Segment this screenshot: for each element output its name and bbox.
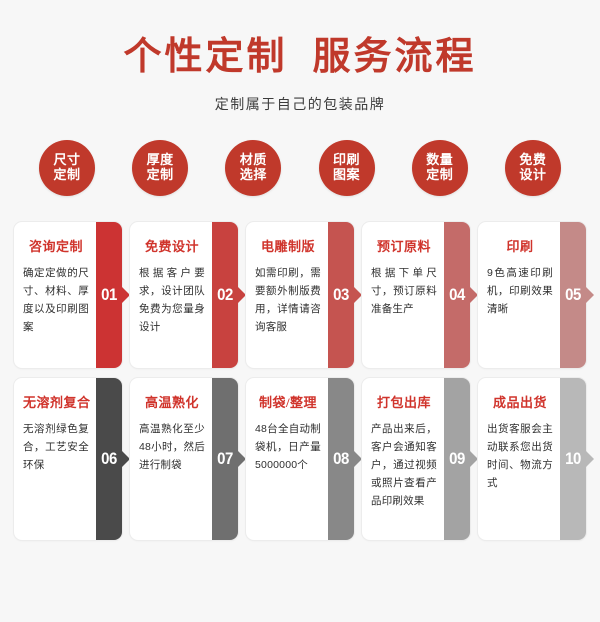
card-body: 咨询定制 确定定做的尺寸、材料、厚度以及印刷图案 — [14, 222, 96, 368]
badge-print-pattern[interactable]: 印刷 图案 — [318, 139, 375, 196]
step-number: 02 — [217, 284, 233, 304]
badge-free-design[interactable]: 免费 设计 — [504, 139, 561, 196]
card-body: 打包出库 产品出来后，客户会通知客户，通过视频或照片查看产品印刷效果 — [362, 378, 444, 540]
step-number: 09 — [449, 448, 465, 468]
step-number-tab: 06 — [96, 377, 122, 540]
step-description: 如需印刷，需要额外制版费用，详情请咨询客服 — [255, 266, 321, 333]
step-number: 07 — [217, 448, 233, 468]
process-step-card[interactable]: 预订原料 根据下单尺寸，预订原料准备生产 04 — [362, 221, 470, 368]
badge-line-1: 印刷 — [333, 152, 361, 168]
step-title: 高温熟化 — [144, 394, 199, 410]
step-title: 打包出库 — [376, 394, 431, 410]
step-number: 06 — [101, 448, 117, 468]
badge-material-select[interactable]: 材质 选择 — [225, 139, 282, 196]
process-step-card[interactable]: 制袋/整理 48台全自动制袋机，日产量5000000个 08 — [246, 377, 354, 540]
card-body: 成品出货 出货客服会主动联系您出货时间、物流方式 — [478, 378, 560, 540]
step-number-tab: 02 — [212, 221, 238, 368]
process-row-1: 咨询定制 确定定做的尺寸、材料、厚度以及印刷图案 01 免费设计 根据客户要求，… — [14, 221, 586, 368]
step-title: 无溶剂复合 — [23, 394, 91, 410]
step-description: 无溶剂绿色复合，工艺安全环保 — [23, 422, 89, 471]
step-number: 10 — [565, 448, 581, 468]
badge-line-2: 定制 — [426, 166, 454, 182]
step-description: 48台全自动制袋机，日产量5000000个 — [255, 422, 321, 471]
badge-line-1: 尺寸 — [53, 152, 81, 168]
badge-line-2: 设计 — [519, 166, 547, 182]
step-number-tab: 08 — [328, 377, 354, 540]
step-title: 免费设计 — [144, 238, 199, 254]
step-number-tab: 09 — [444, 377, 470, 540]
card-body: 印刷 9色高速印刷机，印刷效果清晰 — [478, 222, 560, 368]
step-description: 高温熟化至少48小时，然后进行制袋 — [139, 422, 205, 471]
step-title: 成品出货 — [492, 394, 547, 410]
step-description: 确定定做的尺寸、材料、厚度以及印刷图案 — [23, 266, 89, 333]
card-body: 无溶剂复合 无溶剂绿色复合，工艺安全环保 — [14, 378, 96, 540]
step-number-tab: 03 — [328, 221, 354, 368]
badge-line-2: 定制 — [53, 166, 81, 182]
step-number-tab: 04 — [444, 221, 470, 368]
process-step-card[interactable]: 免费设计 根据客户要求，设计团队免费为您量身设计 02 — [130, 221, 238, 368]
step-title: 电雕制版 — [260, 238, 315, 254]
step-description: 根据客户要求，设计团队免费为您量身设计 — [139, 266, 205, 333]
step-number: 01 — [101, 284, 117, 304]
customization-badge-row: 尺寸 定制 厚度 定制 材质 选择 印刷 图案 数量 定制 免费 设计 — [39, 139, 561, 196]
process-step-card[interactable]: 打包出库 产品出来后，客户会通知客户，通过视频或照片查看产品印刷效果 09 — [362, 377, 470, 540]
step-description: 根据下单尺寸，预订原料准备生产 — [371, 266, 437, 315]
badge-line-2: 定制 — [146, 166, 174, 182]
badge-line-2: 选择 — [239, 166, 267, 182]
badge-line-1: 厚度 — [146, 152, 174, 168]
step-description: 9色高速印刷机，印刷效果清晰 — [487, 266, 553, 315]
badge-line-1: 数量 — [426, 152, 454, 168]
step-title: 印刷 — [506, 238, 534, 254]
card-body: 高温熟化 高温熟化至少48小时，然后进行制袋 — [130, 378, 212, 540]
step-number-tab: 07 — [212, 377, 238, 540]
process-step-card[interactable]: 咨询定制 确定定做的尺寸、材料、厚度以及印刷图案 01 — [14, 221, 122, 368]
card-body: 电雕制版 如需印刷，需要额外制版费用，详情请咨询客服 — [246, 222, 328, 368]
step-description: 产品出来后，客户会通知客户，通过视频或照片查看产品印刷效果 — [371, 422, 437, 507]
step-title: 制袋/整理 — [258, 394, 318, 410]
process-step-card[interactable]: 无溶剂复合 无溶剂绿色复合，工艺安全环保 06 — [14, 377, 122, 540]
step-title: 预订原料 — [376, 238, 431, 254]
badge-thickness-custom[interactable]: 厚度 定制 — [132, 139, 189, 196]
process-step-card[interactable]: 高温熟化 高温熟化至少48小时，然后进行制袋 07 — [130, 377, 238, 540]
badge-quantity-custom[interactable]: 数量 定制 — [411, 139, 468, 196]
card-body: 制袋/整理 48台全自动制袋机，日产量5000000个 — [246, 378, 328, 540]
badge-line-2: 图案 — [333, 166, 361, 182]
step-number: 05 — [565, 284, 581, 304]
page-title: 个性定制 服务流程 — [123, 36, 477, 78]
step-number-tab: 05 — [560, 221, 586, 368]
step-title: 咨询定制 — [28, 238, 83, 254]
process-step-card[interactable]: 成品出货 出货客服会主动联系您出货时间、物流方式 10 — [478, 377, 586, 540]
step-number: 03 — [333, 284, 349, 304]
step-number: 04 — [449, 284, 465, 304]
step-number-tab: 10 — [560, 377, 586, 540]
step-number: 08 — [333, 448, 349, 468]
step-number-tab: 01 — [96, 221, 122, 368]
card-body: 预订原料 根据下单尺寸，预订原料准备生产 — [362, 222, 444, 368]
badge-size-custom[interactable]: 尺寸 定制 — [39, 139, 95, 196]
page-subtitle: 定制属于自己的包装品牌 — [214, 95, 386, 112]
process-steps: 咨询定制 确定定做的尺寸、材料、厚度以及印刷图案 01 免费设计 根据客户要求，… — [0, 221, 600, 540]
card-body: 免费设计 根据客户要求，设计团队免费为您量身设计 — [130, 222, 212, 368]
badge-line-1: 免费 — [519, 152, 547, 168]
process-row-2: 无溶剂复合 无溶剂绿色复合，工艺安全环保 06 高温熟化 高温熟化至少48小时，… — [14, 377, 586, 540]
process-step-card[interactable]: 电雕制版 如需印刷，需要额外制版费用，详情请咨询客服 03 — [246, 221, 354, 368]
step-description: 出货客服会主动联系您出货时间、物流方式 — [487, 422, 553, 489]
page-header: 个性定制 服务流程 定制属于自己的包装品牌 — [0, 0, 600, 114]
badge-line-1: 材质 — [239, 152, 267, 168]
process-step-card[interactable]: 印刷 9色高速印刷机，印刷效果清晰 05 — [478, 221, 586, 368]
